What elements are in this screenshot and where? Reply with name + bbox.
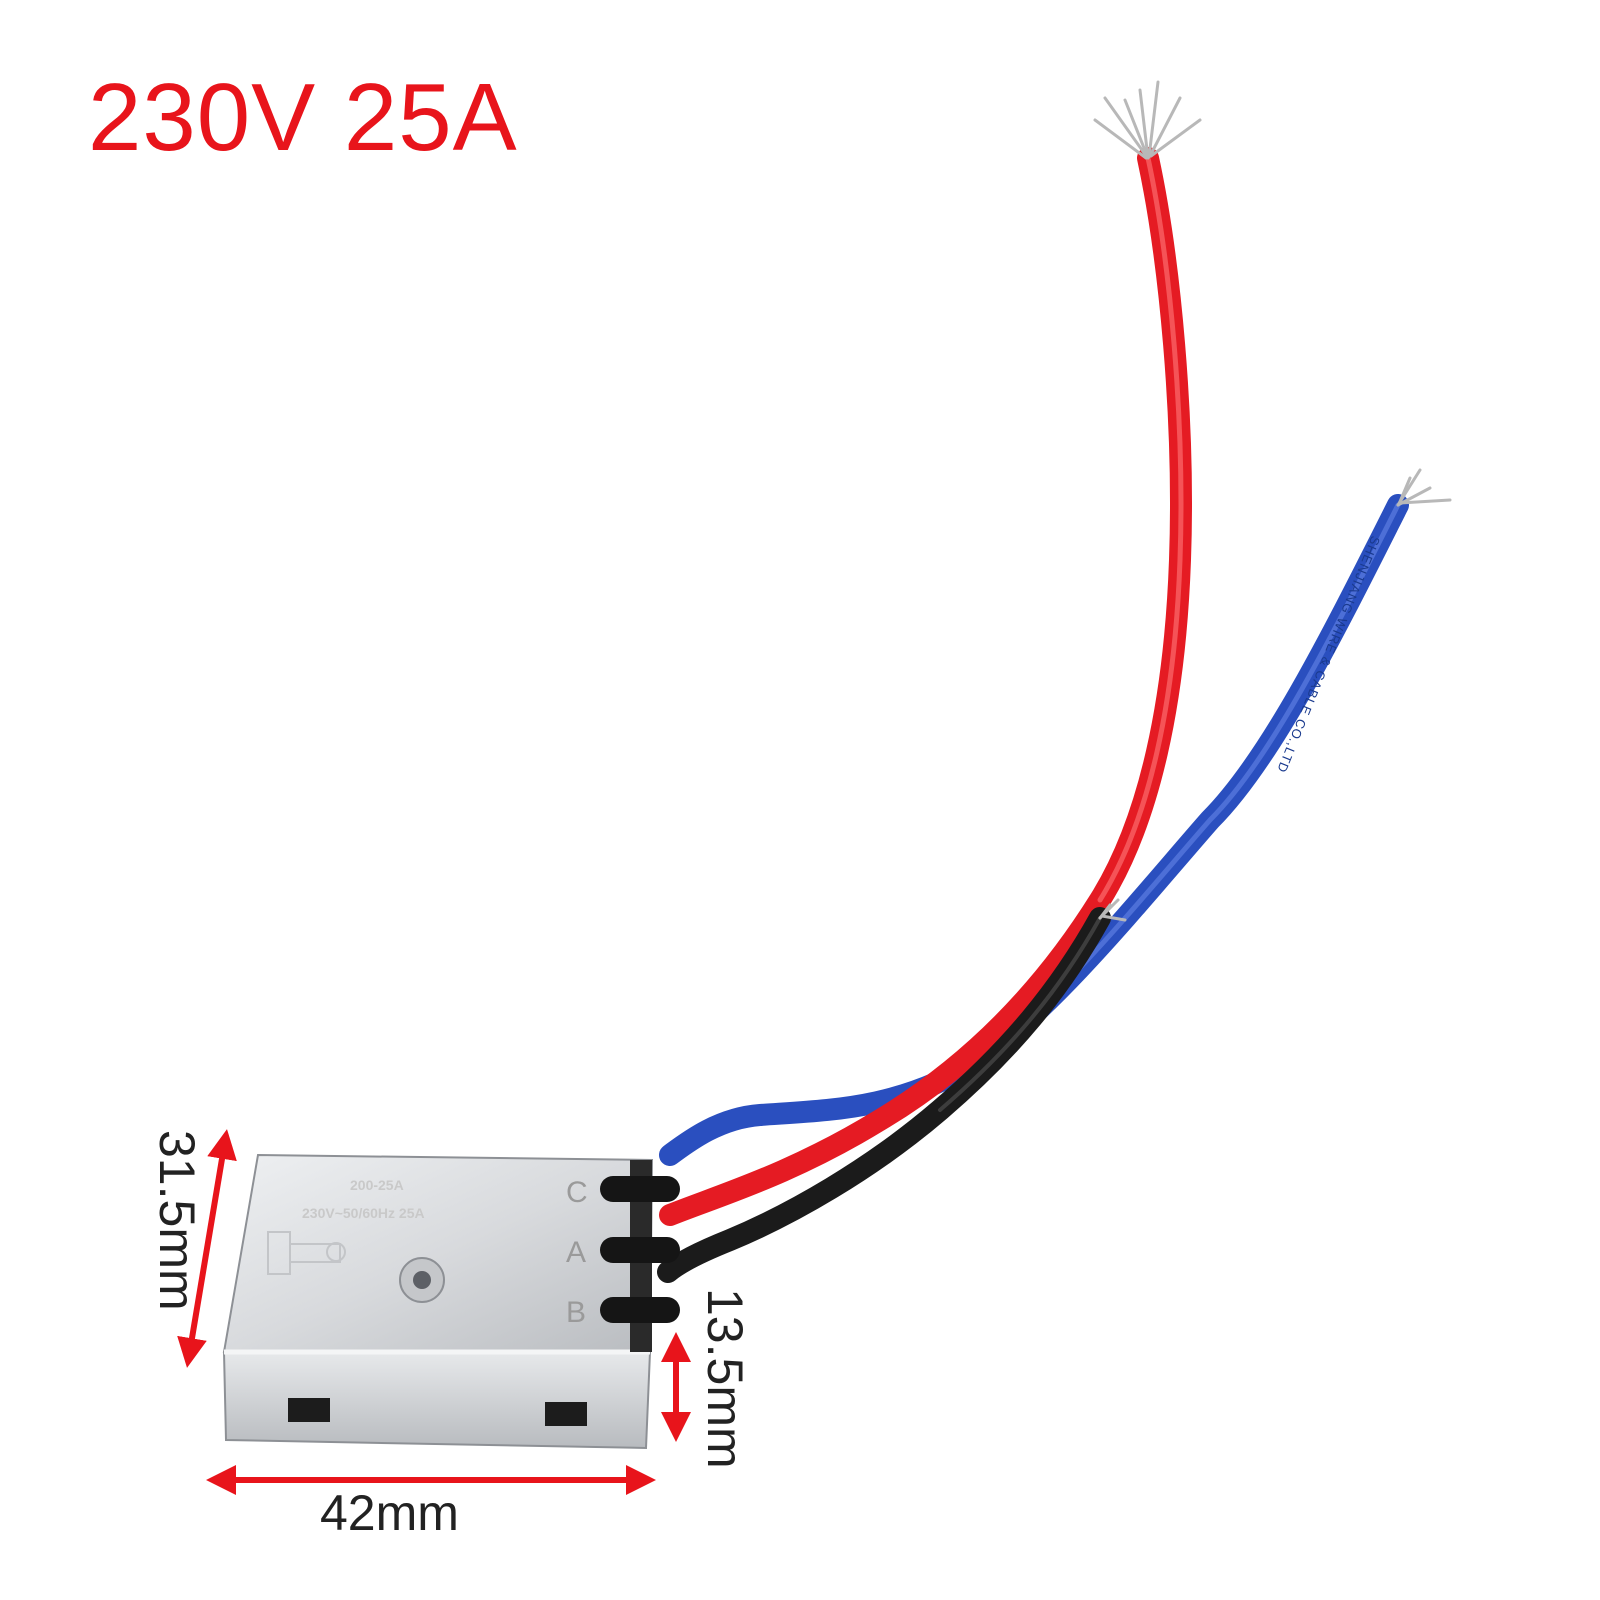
housing-print-line2: 230V~50/60Hz 25A xyxy=(302,1205,425,1221)
rating-title: 230V 25A xyxy=(88,64,518,171)
mounting-slot xyxy=(545,1402,587,1426)
housing-front xyxy=(222,1351,652,1450)
switch-housing: 200-25A 230V~50/60Hz 25A C A B xyxy=(222,1153,680,1450)
terminal-label-a: A xyxy=(566,1236,586,1269)
width-dimension-label: 42mm xyxy=(320,1485,459,1541)
double-headed-arrow-icon xyxy=(177,1129,237,1368)
stripped-wire-icon xyxy=(1093,80,1202,160)
red-wire xyxy=(659,147,1192,1226)
stripped-wire-icon xyxy=(1396,468,1452,507)
height-dimension-label: 31.5mm xyxy=(149,1130,205,1311)
wire-bundle: SHENJIANG WIRE & CABLE CO.,LTD xyxy=(657,80,1452,1283)
cable-print: SHENJIANG WIRE & CABLE CO.,LTD xyxy=(1274,534,1383,776)
blue-wire xyxy=(659,494,1409,1166)
mounting-slot xyxy=(288,1398,330,1422)
screw-icon xyxy=(399,1257,445,1303)
wire-grommets xyxy=(600,1176,680,1323)
embossed-symbol-icon xyxy=(267,1231,346,1275)
dimension-arrows xyxy=(177,1129,691,1495)
depth-dimension-label: 13.5mm xyxy=(697,1288,753,1469)
terminal-label-b: B xyxy=(566,1296,586,1329)
housing-top xyxy=(222,1153,654,1353)
stripped-wire-icon xyxy=(1098,898,1127,922)
housing-print-line1: 200-25A xyxy=(350,1177,404,1193)
terminal-label-c: C xyxy=(566,1176,588,1209)
